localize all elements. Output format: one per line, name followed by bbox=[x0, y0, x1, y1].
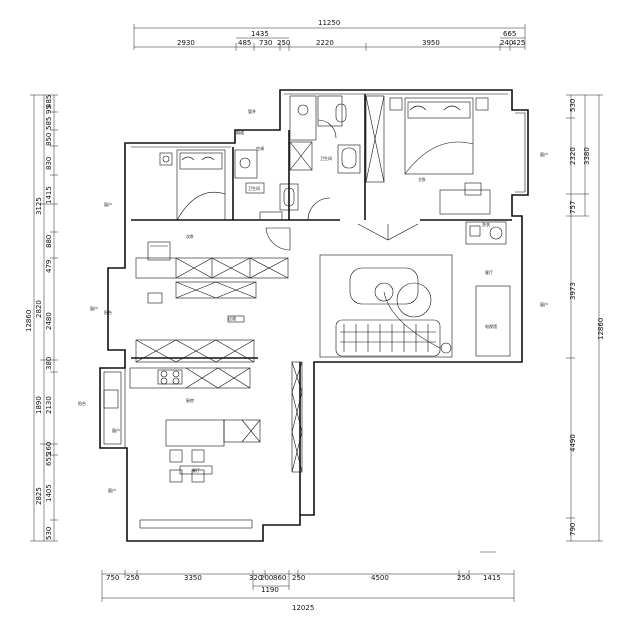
dim-right-seg-2: 2320 bbox=[569, 147, 577, 165]
dim-right-seg-1: 530 bbox=[569, 99, 577, 112]
side-label-top-1: 管井 bbox=[248, 108, 256, 114]
top-dimensions: 11250 1435 665 2930 485 730 250 2220 395… bbox=[133, 19, 525, 51]
dim-top-right-group: 665 bbox=[503, 30, 516, 38]
side-label-left-2: 窗户 bbox=[90, 305, 98, 311]
outer-walls bbox=[99, 89, 529, 542]
dim-top-seg-5: 2220 bbox=[316, 39, 334, 47]
dim-left-inner-7: 880 bbox=[45, 235, 53, 248]
dim-left-inner-5: 830 bbox=[45, 157, 53, 170]
dim-left-inner-12: 655 bbox=[45, 453, 53, 466]
dim-left-inner-3: 585 bbox=[45, 117, 53, 130]
dim-bot-seg-6: 860 bbox=[273, 574, 286, 582]
dining-label: 餐厅 bbox=[192, 467, 200, 473]
hallway-cabinets: 过道 bbox=[135, 257, 289, 363]
bathroom-1-label: 卫生间 bbox=[320, 155, 332, 161]
hallway-label: 过道 bbox=[228, 315, 236, 321]
dim-top-total: 11250 bbox=[318, 19, 340, 27]
living-label: 客厅 bbox=[485, 269, 493, 275]
dim-left-outer-3: 1890 bbox=[35, 396, 43, 414]
dim-left-inner-9: 2480 bbox=[45, 312, 53, 330]
bathroom-second: 卫生间 bbox=[234, 149, 331, 221]
side-label-left-3: 窗户 bbox=[112, 427, 120, 433]
side-label-mid: 阳台 bbox=[104, 309, 112, 315]
dim-bot-seg-1: 750 bbox=[106, 574, 119, 582]
balcony-label: 阳台 bbox=[78, 400, 86, 406]
dining-table bbox=[165, 419, 225, 447]
laundry-label: 洗衣 bbox=[482, 221, 490, 227]
side-label-right-1: 窗户 bbox=[540, 151, 548, 157]
dim-right-seg-4: 3973 bbox=[569, 282, 577, 300]
tv-wall-label: 电视墙 bbox=[485, 323, 497, 329]
dim-left-outer-4: 2825 bbox=[35, 487, 43, 505]
left-dimensions: 12860 3125 2820 1890 2825 485 95 585 850… bbox=[25, 95, 58, 542]
bathroom-top: 卫生间 bbox=[289, 95, 361, 174]
dim-left-inner-1: 485 bbox=[45, 95, 53, 108]
side-label-right-2: 窗户 bbox=[540, 301, 548, 307]
dim-left-inner-10: 380 bbox=[45, 357, 53, 370]
dim-top-seg-4: 250 bbox=[277, 39, 290, 47]
dining-room: 餐厅 bbox=[139, 419, 261, 529]
dim-bot-seg-2: 250 bbox=[126, 574, 139, 582]
dim-top-seg-1: 2930 bbox=[177, 39, 195, 47]
dim-left-inner-13: 160 bbox=[45, 442, 53, 455]
dim-right-total: 12860 bbox=[597, 318, 605, 340]
dim-top-seg-6: 3950 bbox=[422, 39, 440, 47]
second-bed bbox=[176, 149, 226, 221]
living-room: 电视墙 客厅 洗衣 bbox=[265, 221, 511, 473]
dim-right-seg-5: 4490 bbox=[569, 434, 577, 452]
dim-top-seg-3: 730 bbox=[259, 39, 272, 47]
bottom-dimensions: 750 250 3350 320 200 860 250 4500 250 14… bbox=[101, 570, 515, 612]
side-label-tr: 空调 bbox=[256, 145, 264, 151]
dim-bot-seg-8: 4500 bbox=[371, 574, 389, 582]
living-rug bbox=[319, 254, 453, 358]
side-label-top-2: 烟道 bbox=[236, 129, 244, 135]
dim-bot-seg-3: 3350 bbox=[184, 574, 202, 582]
dim-left-outer-2: 2820 bbox=[35, 300, 43, 318]
second-bedroom-label: 次卧 bbox=[186, 233, 194, 239]
dim-left-inner-15: 530 bbox=[45, 527, 53, 540]
dim-top-seg-7: 240 bbox=[500, 39, 513, 47]
dim-bot-seg-7: 250 bbox=[292, 574, 305, 582]
right-dimensions: 530 2320 3380 757 3973 4490 790 12860 bbox=[566, 94, 605, 542]
dim-top-seg-8: 425 bbox=[512, 39, 525, 47]
side-labels: 窗户 窗户 窗户 窗户 窗户 窗户 管井 烟道 阳台 空调 bbox=[90, 108, 548, 493]
side-label-left-4: 窗户 bbox=[108, 487, 116, 493]
dim-top-seg-2: 485 bbox=[238, 39, 251, 47]
dim-bot-seg-9: 250 bbox=[457, 574, 470, 582]
dim-left-inner-4: 850 bbox=[45, 133, 53, 146]
dim-bot-seg-5: 200 bbox=[260, 574, 273, 582]
dim-left-inner-8: 479 bbox=[45, 260, 53, 273]
kitchen: 厨房 阳台 bbox=[78, 367, 251, 409]
dim-right-seg-3: 757 bbox=[569, 201, 577, 214]
dim-left-outer-1: 3125 bbox=[35, 197, 43, 215]
dim-left-inner-11: 2130 bbox=[45, 396, 53, 414]
master-bedroom: 主卧 bbox=[365, 95, 491, 215]
second-bedroom: 次卧 bbox=[147, 149, 226, 261]
master-bed bbox=[404, 97, 474, 175]
dim-bot-seg-4: 320 bbox=[249, 574, 262, 582]
dim-left-total: 12860 bbox=[25, 310, 33, 332]
dim-right-group: 3380 bbox=[583, 147, 591, 165]
side-label-left-1: 窗户 bbox=[104, 201, 112, 207]
tv-cabinet bbox=[475, 285, 511, 357]
dim-bot-seg-10: 1415 bbox=[483, 574, 501, 582]
bathroom-2-label: 卫生间 bbox=[248, 185, 260, 191]
dim-bot-total: 12025 bbox=[292, 604, 314, 612]
dim-bot-group: 1190 bbox=[261, 586, 279, 594]
dim-left-inner-2: 95 bbox=[45, 105, 53, 114]
dim-left-inner-14: 1405 bbox=[45, 484, 53, 502]
sofa bbox=[335, 319, 441, 357]
dim-right-seg-6: 790 bbox=[569, 523, 577, 536]
kitchen-label: 厨房 bbox=[186, 397, 194, 403]
dim-left-inner-6: 1415 bbox=[45, 186, 53, 204]
master-bedroom-label: 主卧 bbox=[418, 176, 426, 182]
dim-top-group: 1435 bbox=[251, 30, 269, 38]
